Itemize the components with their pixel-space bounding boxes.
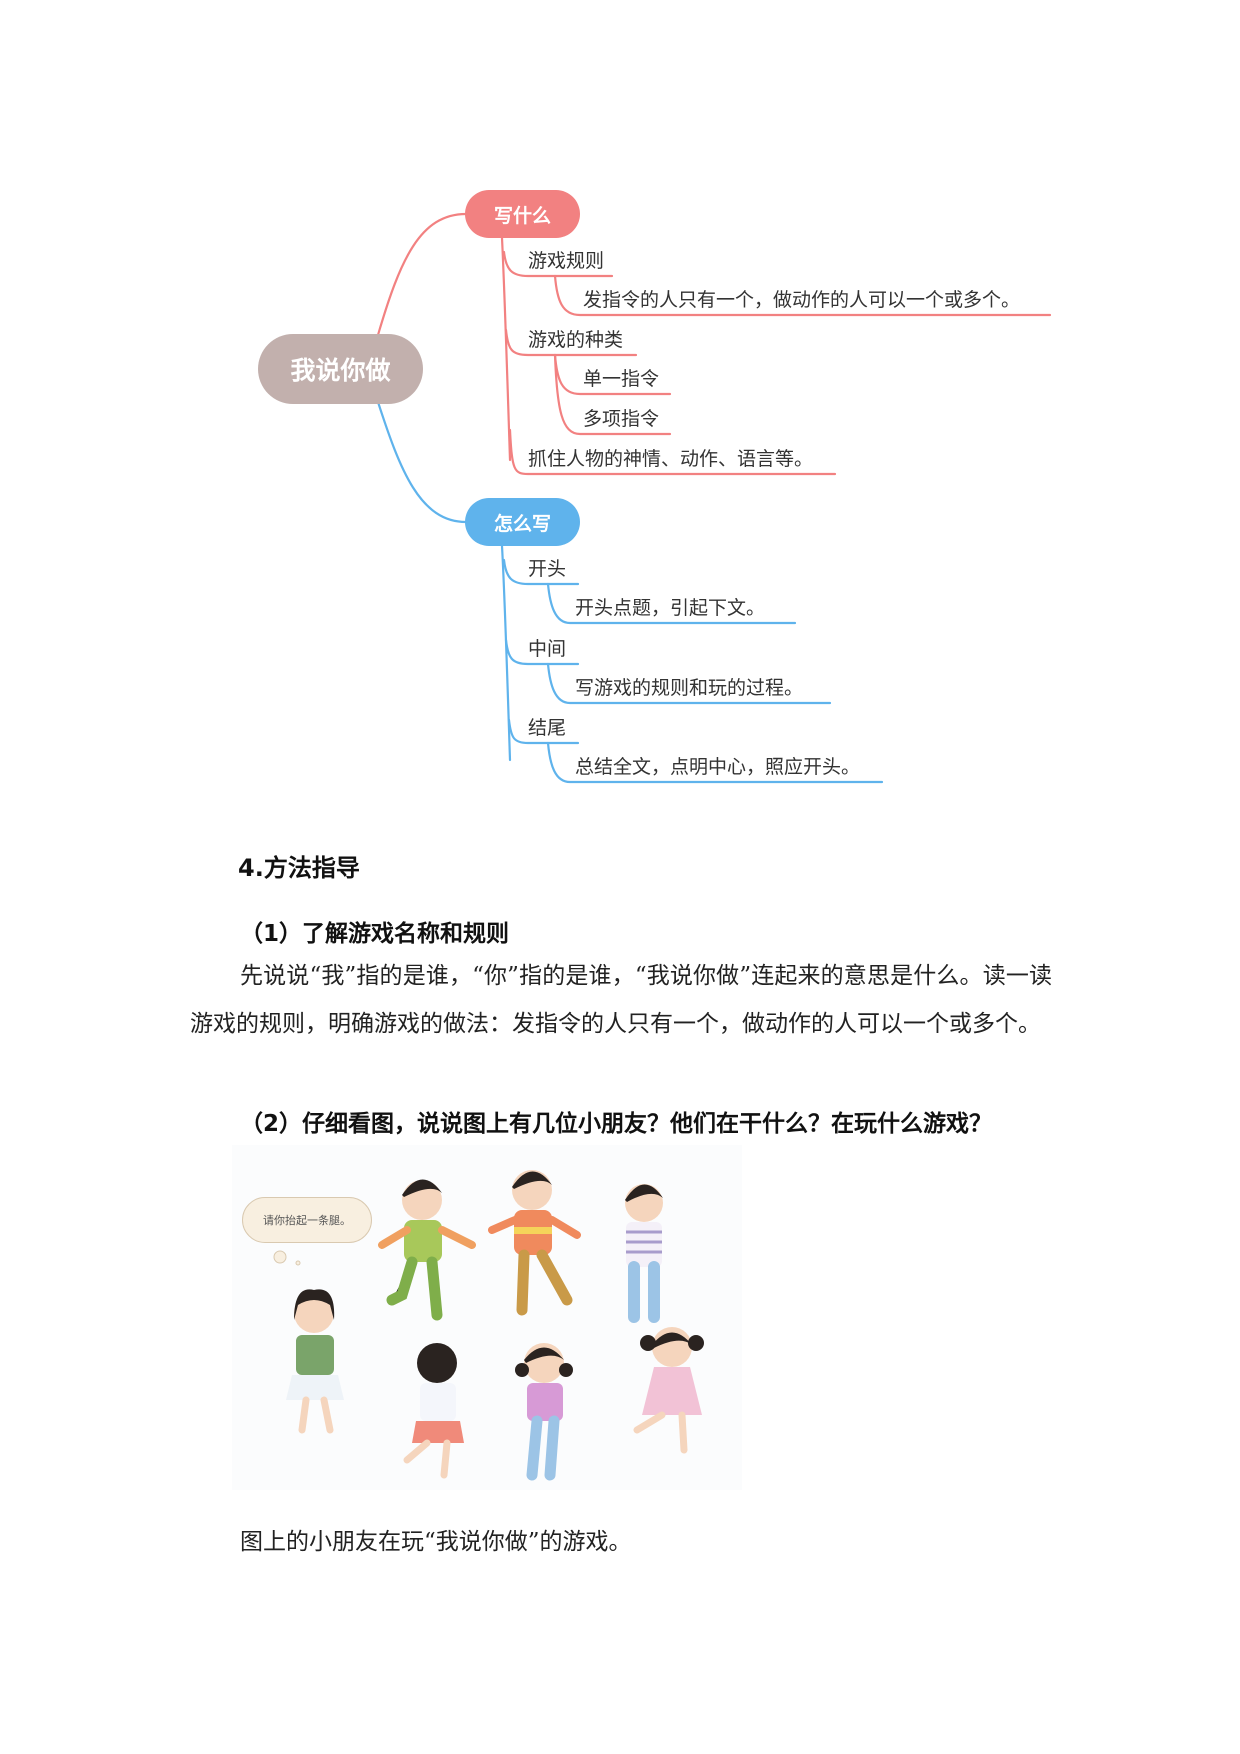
mindmap-node-single-command: 单一指令 xyxy=(583,368,660,390)
mindmap-node-middle-detail: 写游戏的规则和玩的过程。 xyxy=(575,677,804,699)
mindmap-node-beginning-detail: 开头点题，引起下文。 xyxy=(575,597,766,619)
mindmap-root-node: 我说你做 xyxy=(258,334,423,404)
mindmap-node-ending-detail: 总结全文，点明中心，照应开头。 xyxy=(575,756,861,778)
illustration-caption: 图上的小朋友在玩“我说你做”的游戏。 xyxy=(240,1529,632,1555)
children-figures xyxy=(273,1170,704,1481)
subsection-1-heading: （1）了解游戏名称和规则 xyxy=(240,921,510,947)
mindmap-node-multiple-commands: 多项指令 xyxy=(583,408,660,430)
mindmap-node-middle: 中间 xyxy=(528,638,567,660)
mindmap-node-beginning: 开头 xyxy=(528,558,567,580)
mindmap-node-ending: 结尾 xyxy=(528,717,567,739)
mindmap-node-game-rules: 游戏规则 xyxy=(528,250,605,272)
speech-bubble: 请你抬起一条腿。 xyxy=(242,1197,372,1243)
subsection-2-heading: （2）仔细看图，说说图上有几位小朋友？他们在干什么？在玩什么游戏？ xyxy=(240,1111,993,1137)
mindmap-node-capture-details: 抓住人物的神情、动作、语言等。 xyxy=(528,448,814,470)
section-heading: 4.方法指导 xyxy=(238,854,360,882)
mindmap-node-rule-detail: 发指令的人只有一个，做动作的人可以一个或多个。 xyxy=(583,289,1021,311)
children-game-illustration: 请你抬起一条腿。 xyxy=(232,1145,742,1490)
mindmap-connectors xyxy=(376,212,1052,784)
mindmap-branch-what-to-write: 写什么 xyxy=(465,190,580,238)
subsection-1-paragraph: 先说说“我”指的是谁，“你”指的是谁，“我说你做”连起来的意思是什么。读一读游戏… xyxy=(190,963,1052,1037)
mindmap-node-game-types: 游戏的种类 xyxy=(528,329,624,351)
mindmap-branch-how-to-write: 怎么写 xyxy=(465,498,580,546)
